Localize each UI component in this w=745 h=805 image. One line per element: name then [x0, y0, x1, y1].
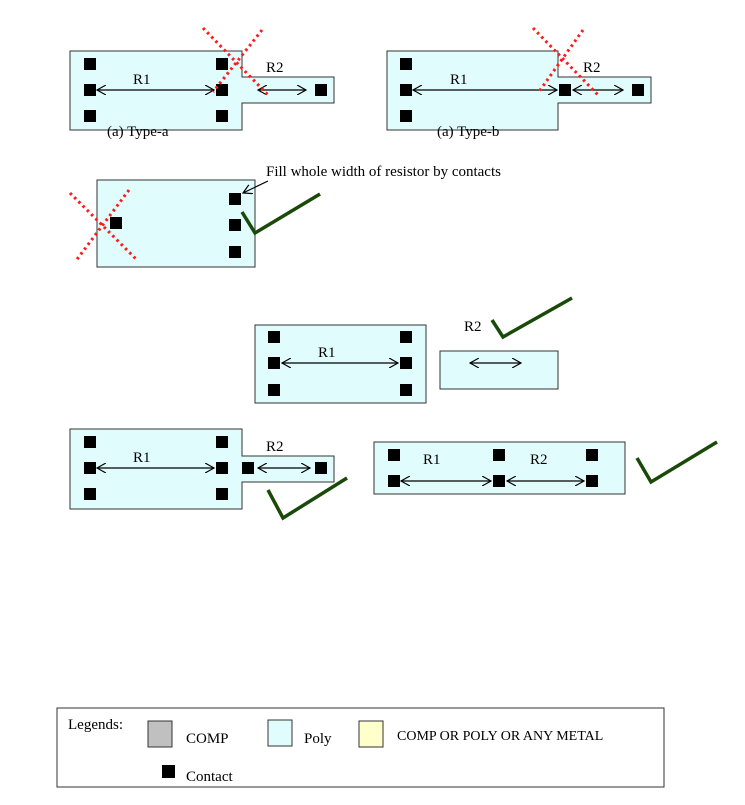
- contact: [400, 331, 412, 343]
- contacts: [400, 58, 644, 122]
- contact: [268, 331, 280, 343]
- contact: [493, 475, 505, 487]
- diagram-separate-resistors: R1 R2: [254, 296, 573, 404]
- r1-label: R1: [423, 452, 441, 468]
- contact: [493, 449, 505, 461]
- contact: [400, 84, 412, 96]
- contact: [229, 246, 241, 258]
- diagram-type-a: R1 R2 (a) Type-a: [69, 26, 335, 140]
- r2-label: R2: [583, 60, 601, 76]
- contact: [84, 84, 96, 96]
- legend-poly-label: Poly: [304, 731, 332, 747]
- caption: (a) Type-a: [107, 124, 169, 140]
- poly-shape: [69, 428, 335, 510]
- legend-comp-label: COMP: [186, 731, 229, 747]
- contact: [216, 488, 228, 500]
- contact: [268, 357, 280, 369]
- contact: [216, 462, 228, 474]
- r2-label: R2: [530, 452, 548, 468]
- check-mark: [635, 440, 718, 485]
- contact: [216, 58, 228, 70]
- poly-shape: [96, 179, 256, 268]
- contact: [84, 488, 96, 500]
- check-mark: [490, 296, 573, 340]
- annotation-arrow: [243, 180, 269, 193]
- contact: [242, 462, 254, 474]
- check-mark: [240, 192, 321, 236]
- contact: [388, 475, 400, 487]
- contacts: [110, 193, 241, 258]
- contact: [559, 84, 571, 96]
- contact: [400, 58, 412, 70]
- contact: [216, 436, 228, 448]
- r2-label: R2: [464, 319, 482, 335]
- legend-title: Legends:: [68, 717, 123, 733]
- contacts: [84, 58, 327, 122]
- wrong-x-mark: [68, 189, 139, 263]
- r1-label: R1: [318, 345, 336, 361]
- r2-label: R2: [266, 439, 284, 455]
- contact: [84, 58, 96, 70]
- contact: [84, 462, 96, 474]
- diagram-correct-type-a: R1 R2: [69, 428, 348, 521]
- contact: [400, 110, 412, 122]
- contact: [586, 449, 598, 461]
- contacts: [388, 449, 598, 487]
- r1-label: R1: [133, 450, 151, 466]
- poly-shape-r2: [439, 350, 559, 390]
- r2-label: R2: [266, 60, 284, 76]
- legend-contact-label: Contact: [186, 769, 233, 785]
- contact: [84, 110, 96, 122]
- poly-swatch: [267, 719, 293, 747]
- metal-swatch: [358, 720, 384, 748]
- contact: [84, 436, 96, 448]
- contact: [400, 384, 412, 396]
- diagram-type-b: R1 R2 (a) Type-b: [386, 26, 652, 140]
- legend: Legends: COMP Poly COMP OR POLY OR ANY M…: [56, 707, 665, 788]
- contact: [315, 84, 327, 96]
- contact: [388, 449, 400, 461]
- contact: [216, 84, 228, 96]
- legend-metal-label: COMP OR POLY OR ANY METAL: [397, 729, 603, 744]
- caption: (a) Type-b: [437, 124, 499, 140]
- contact: [632, 84, 644, 96]
- contact: [229, 219, 241, 231]
- contact: [586, 475, 598, 487]
- check-mark: [266, 476, 348, 521]
- r1-label: R1: [133, 72, 151, 88]
- wrong-x-mark: [201, 26, 270, 97]
- contact: [229, 193, 241, 205]
- contacts: [84, 436, 327, 500]
- wrong-x-mark: [531, 26, 600, 97]
- contact-swatch: [162, 765, 175, 778]
- comp-swatch: [147, 720, 173, 748]
- contact: [268, 384, 280, 396]
- diagram-fill-width: Fill whole width of resistor by contacts: [68, 164, 501, 268]
- contact: [315, 462, 327, 474]
- diagram-shared-contacts: R1 R2: [373, 440, 718, 495]
- contact: [216, 110, 228, 122]
- contact: [110, 217, 122, 229]
- contact: [400, 357, 412, 369]
- annotation: Fill whole width of resistor by contacts: [266, 164, 501, 180]
- r1-label: R1: [450, 72, 468, 88]
